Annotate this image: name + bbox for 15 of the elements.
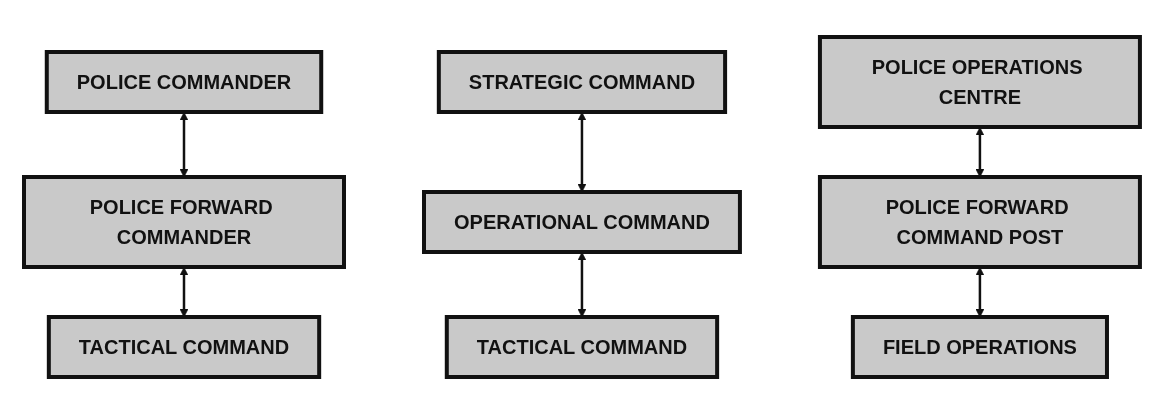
node-box: TACTICAL COMMAND bbox=[444, 315, 720, 379]
node-box: POLICE FORWARD COMMAND POST bbox=[817, 175, 1142, 269]
node-box: FIELD OPERATIONS bbox=[850, 315, 1109, 379]
node-box: STRATEGIC COMMAND bbox=[436, 50, 728, 114]
arrow bbox=[179, 112, 189, 178]
arrow bbox=[577, 112, 587, 193]
arrow bbox=[975, 267, 985, 318]
node-box: POLICE FORWARD COMMANDER bbox=[22, 175, 347, 269]
arrow bbox=[975, 127, 985, 178]
arrow bbox=[179, 267, 189, 318]
node-box: OPERATIONAL COMMAND bbox=[422, 190, 742, 254]
arrow bbox=[577, 252, 587, 318]
node-box: POLICE OPERATIONS CENTRE bbox=[817, 35, 1142, 129]
node-box: TACTICAL COMMAND bbox=[46, 315, 322, 379]
node-box: POLICE COMMANDER bbox=[44, 50, 324, 114]
